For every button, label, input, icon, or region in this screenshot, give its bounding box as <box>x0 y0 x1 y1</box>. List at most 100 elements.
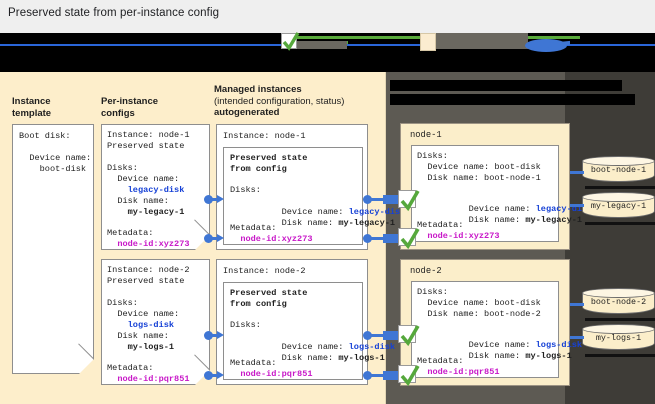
managed-instance-card-node-2: Instance: node-2 Preserved state from co… <box>216 259 395 385</box>
legend-band-redacted <box>0 33 655 72</box>
managed-instances-head-line2: (intended configuration, status) <box>214 95 345 107</box>
connector-dot <box>363 234 372 243</box>
right-panel-header-redacted-line2 <box>390 94 635 105</box>
pic1-preserved: Preserved state <box>107 141 185 151</box>
pic1-device-label: Device name: <box>107 174 180 184</box>
mi2-metadata-value: node-id:pqr851 <box>230 369 313 379</box>
pic1-device-value: legacy-disk <box>107 185 185 195</box>
checkmark-icon <box>398 190 420 212</box>
node2-detail-box: Disks: Device name: boot-disk Disk name:… <box>411 281 582 378</box>
managed-instance-card-node-1: Instance: node-1 Preserved state from co… <box>216 124 405 250</box>
legend-gray-swatch-secondary <box>297 41 347 49</box>
instance-template-head-line2: template <box>12 107 52 119</box>
mi2-preserved-box: Preserved state from config Disks: Devic… <box>223 282 395 380</box>
connector-bar <box>383 371 399 380</box>
cylinder-label: boot-node-2 <box>590 297 647 307</box>
connector-line <box>370 198 385 201</box>
node2-metadata-label: Metadata: <box>417 356 464 366</box>
mi2-disks-label: Disks: <box>230 320 261 330</box>
pic2-disk-label: Disk name: <box>107 331 169 341</box>
checkmark-icon <box>398 365 420 387</box>
connector-dot <box>363 371 372 380</box>
instance-template-head-line1: Instance <box>12 96 51 107</box>
mi2-preserved1: Preserved state <box>230 288 308 298</box>
pic2-metadata-value: node-id:pqr851 <box>107 374 190 384</box>
node1-detail-box: Disks: Device name: boot-disk Disk name:… <box>411 145 592 242</box>
managed-instances-head-line1: Managed instances <box>214 84 302 95</box>
node2-pres-disk-prefix: Disk name: <box>458 351 526 361</box>
cylinder-label: my-legacy-1 <box>590 201 647 211</box>
mi1-metadata-value: node-id:xyz273 <box>230 234 313 244</box>
connector-line <box>370 237 385 240</box>
mi2-instance: Instance: node-2 <box>223 266 306 276</box>
pic1-metadata-label: Metadata: <box>107 228 154 238</box>
boot-device-name-value: boot-disk <box>19 164 87 174</box>
cylinder-shadow <box>585 318 655 321</box>
cylinder-label: my-logs-1 <box>595 333 642 343</box>
pic2-disks-label: Disks: <box>107 298 138 308</box>
node2-boot-device: Device name: boot-disk <box>417 298 541 308</box>
mi1-preserved-box: Preserved state from config Disks: Devic… <box>223 147 405 245</box>
node1-pres-disk-value: my-legacy-1 <box>525 215 583 225</box>
disk-cylinder-boot-node-1: boot-node-1 <box>582 156 655 184</box>
disk-cylinder-my-logs-1: my-logs-1 <box>582 324 655 352</box>
connector-bar <box>383 195 399 204</box>
node-card-node-2: node-2 Disks: Device name: boot-disk Dis… <box>400 259 582 386</box>
folded-corner-line <box>194 219 210 235</box>
node1-pres-device-prefix: Device name: <box>458 204 536 214</box>
connector-dot <box>363 195 372 204</box>
pic2-preserved: Preserved state <box>107 276 185 286</box>
connector-arrow <box>217 234 224 242</box>
mi1-disk-value: my-legacy-1 <box>338 218 396 228</box>
connector-line <box>570 171 584 174</box>
node1-boot-disk: Disk name: boot-node-1 <box>417 173 541 183</box>
node1-boot-device: Device name: boot-disk <box>417 162 541 172</box>
mi2-device-prefix: Device name: <box>271 342 349 352</box>
connector-line <box>570 336 584 339</box>
folded-corner-line <box>78 343 94 359</box>
mi1-disks-label: Disks: <box>230 185 261 195</box>
checkmark-icon <box>281 32 300 51</box>
pic1-disks-label: Disks: <box>107 163 138 173</box>
connector-dot <box>363 331 372 340</box>
connector-line <box>370 334 385 337</box>
node1-metadata-value: node-id:xyz273 <box>417 231 500 241</box>
node2-metadata-value: node-id:pqr851 <box>417 367 500 377</box>
mi1-device-value: legacy-disk <box>348 207 406 217</box>
pic2-device-label: Device name: <box>107 309 180 319</box>
mi1-instance: Instance: node-1 <box>223 131 306 141</box>
node2-disks-label: Disks: <box>417 287 448 297</box>
node1-pres-disk-prefix: Disk name: <box>458 215 526 225</box>
connector-arrow <box>217 331 224 339</box>
pic1-instance: Instance: node-1 <box>107 130 190 140</box>
connector-arrow <box>217 371 224 379</box>
pic2-instance: Instance: node-2 <box>107 265 190 275</box>
checkmark-icon <box>398 228 420 250</box>
instance-template-card: Boot disk: Device name: boot-disk <box>12 124 94 374</box>
mi2-metadata-label: Metadata: <box>230 358 277 368</box>
pic2-device-value: logs-disk <box>107 320 175 330</box>
pic2-disk-value: my-logs-1 <box>107 342 175 352</box>
checkmark-icon <box>398 325 420 347</box>
node1-name: node-1 <box>410 130 442 140</box>
legend-gray-swatch <box>436 33 528 49</box>
connector-line <box>570 303 584 306</box>
mi2-disk-value: my-logs-1 <box>338 353 385 363</box>
connector-arrow <box>217 195 224 203</box>
connector-dot <box>204 371 213 380</box>
connector-dot <box>204 195 213 204</box>
node2-name: node-2 <box>410 266 442 276</box>
per-instance-config-card-node-1: Instance: node-1 Preserved state Disks: … <box>101 124 210 250</box>
folded-corner-line <box>194 354 210 370</box>
right-panel-header-redacted-line1 <box>390 80 622 91</box>
mi2-device-value: logs-disk <box>348 342 396 352</box>
node-card-node-1: node-1 Disks: Device name: boot-disk Dis… <box>400 123 592 250</box>
connector-line <box>209 334 219 337</box>
node1-pres-device-value: legacy-disk <box>535 204 593 214</box>
connector-bar <box>383 331 399 340</box>
boot-disk-label: Boot disk: <box>19 131 71 141</box>
mi1-device-prefix: Device name: <box>271 207 349 217</box>
page-title: Preserved state from per-instance config <box>8 7 220 19</box>
mi1-preserved1: Preserved state <box>230 153 308 163</box>
connector-dot <box>204 234 213 243</box>
